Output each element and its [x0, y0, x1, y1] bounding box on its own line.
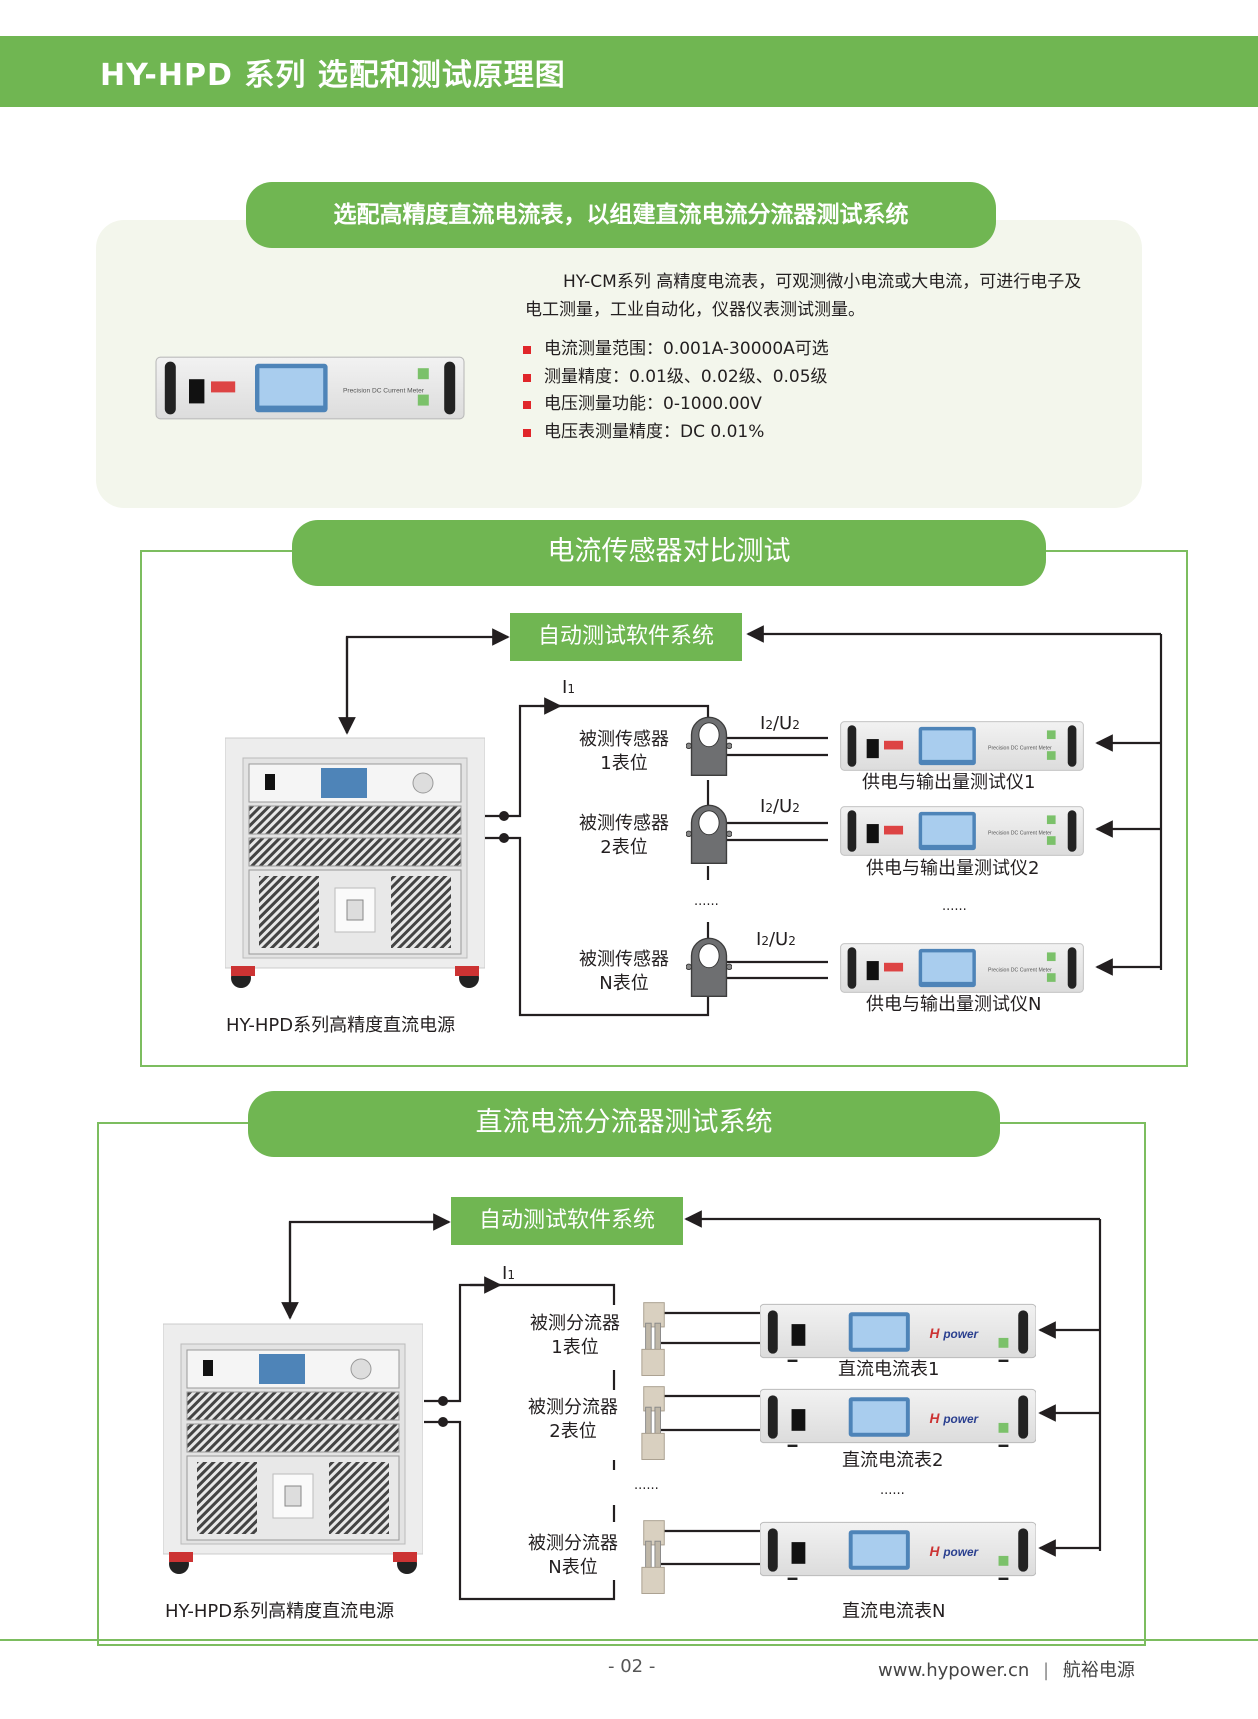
terminal-dot-negative-2: [438, 1417, 448, 1427]
bullet-square-icon: [523, 346, 531, 354]
terminal-dot-positive-2: [438, 1396, 448, 1406]
company-name: 航裕电源: [1062, 1660, 1135, 1681]
software-system-box: 自动测试软件系统: [510, 613, 742, 661]
section3-title: 直流电流分流器测试系统: [248, 1091, 1000, 1157]
page-number: - 02 -: [608, 1656, 656, 1677]
current-label-i1: I1: [562, 677, 575, 698]
terminal-dot-positive: [499, 811, 509, 821]
section1-description: HY-CM系列 高精度电流表，可观测微小电流或大电流，可进行电子及电工测量，工业…: [525, 272, 1082, 320]
meter-label-n: 直流电流表N: [842, 1601, 946, 1622]
section2-wiring: [338, 625, 1163, 1017]
power-supply-label-2: HY-HPD系列高精度直流电源: [165, 1601, 395, 1622]
footer-separator: |: [1043, 1660, 1050, 1681]
footer-brand: www.hypower.cn | 航裕电源: [878, 1656, 1135, 1682]
spec-item: 电压表测量精度：DC 0.01%: [520, 419, 829, 447]
current-label-i1-2: I1: [502, 1263, 515, 1284]
bullet-square-icon: [523, 401, 531, 409]
instrument-label-2: 供电与输出量测试仪2: [866, 858, 1040, 879]
footer-divider: [0, 1639, 1258, 1641]
meter-ellipsis: ......: [880, 1483, 905, 1498]
website-link[interactable]: www.hypower.cn: [878, 1660, 1030, 1681]
current-meter-device-image: [155, 356, 465, 420]
spec-item: 电压测量功能：0-1000.00V: [520, 391, 829, 419]
instrument-label-1: 供电与输出量测试仪1: [862, 772, 1036, 793]
meter-label-1: 直流电流表1: [838, 1359, 940, 1380]
software-system-box-2: 自动测试软件系统: [451, 1197, 683, 1245]
section2-title: 电流传感器对比测试: [292, 520, 1046, 586]
instrument-ellipsis: ......: [942, 899, 967, 914]
instrument-label-n: 供电与输出量测试仪N: [866, 994, 1042, 1015]
page-title: HY-HPD 系列 选配和测试原理图: [100, 58, 566, 93]
bullet-square-icon: [523, 373, 531, 382]
signal-label-2: I2/U2: [760, 796, 800, 817]
power-supply-label-1: HY-HPD系列高精度直流电源: [226, 1015, 456, 1036]
signal-label-n: I2/U2: [756, 929, 796, 950]
shunt-ellipsis: ......: [634, 1478, 659, 1493]
sensor-ellipsis: ......: [694, 894, 719, 909]
terminal-dot-negative: [499, 833, 509, 843]
spec-list: 电流测量范围：0.001A-30000A可选 测量精度：0.01级、0.02级、…: [520, 336, 829, 446]
header-bar: [0, 36, 1258, 107]
bullet-square-icon: [523, 428, 531, 437]
spec-item: 电流测量范围：0.001A-30000A可选: [520, 336, 829, 364]
signal-label-1: I2/U2: [760, 713, 800, 734]
meter-label-2: 直流电流表2: [842, 1450, 944, 1471]
section1-title: 选配高精度直流电流表，以组建直流电流分流器测试系统: [246, 182, 996, 248]
spec-item: 测量精度：0.01级、0.02级、0.05级: [520, 364, 829, 392]
